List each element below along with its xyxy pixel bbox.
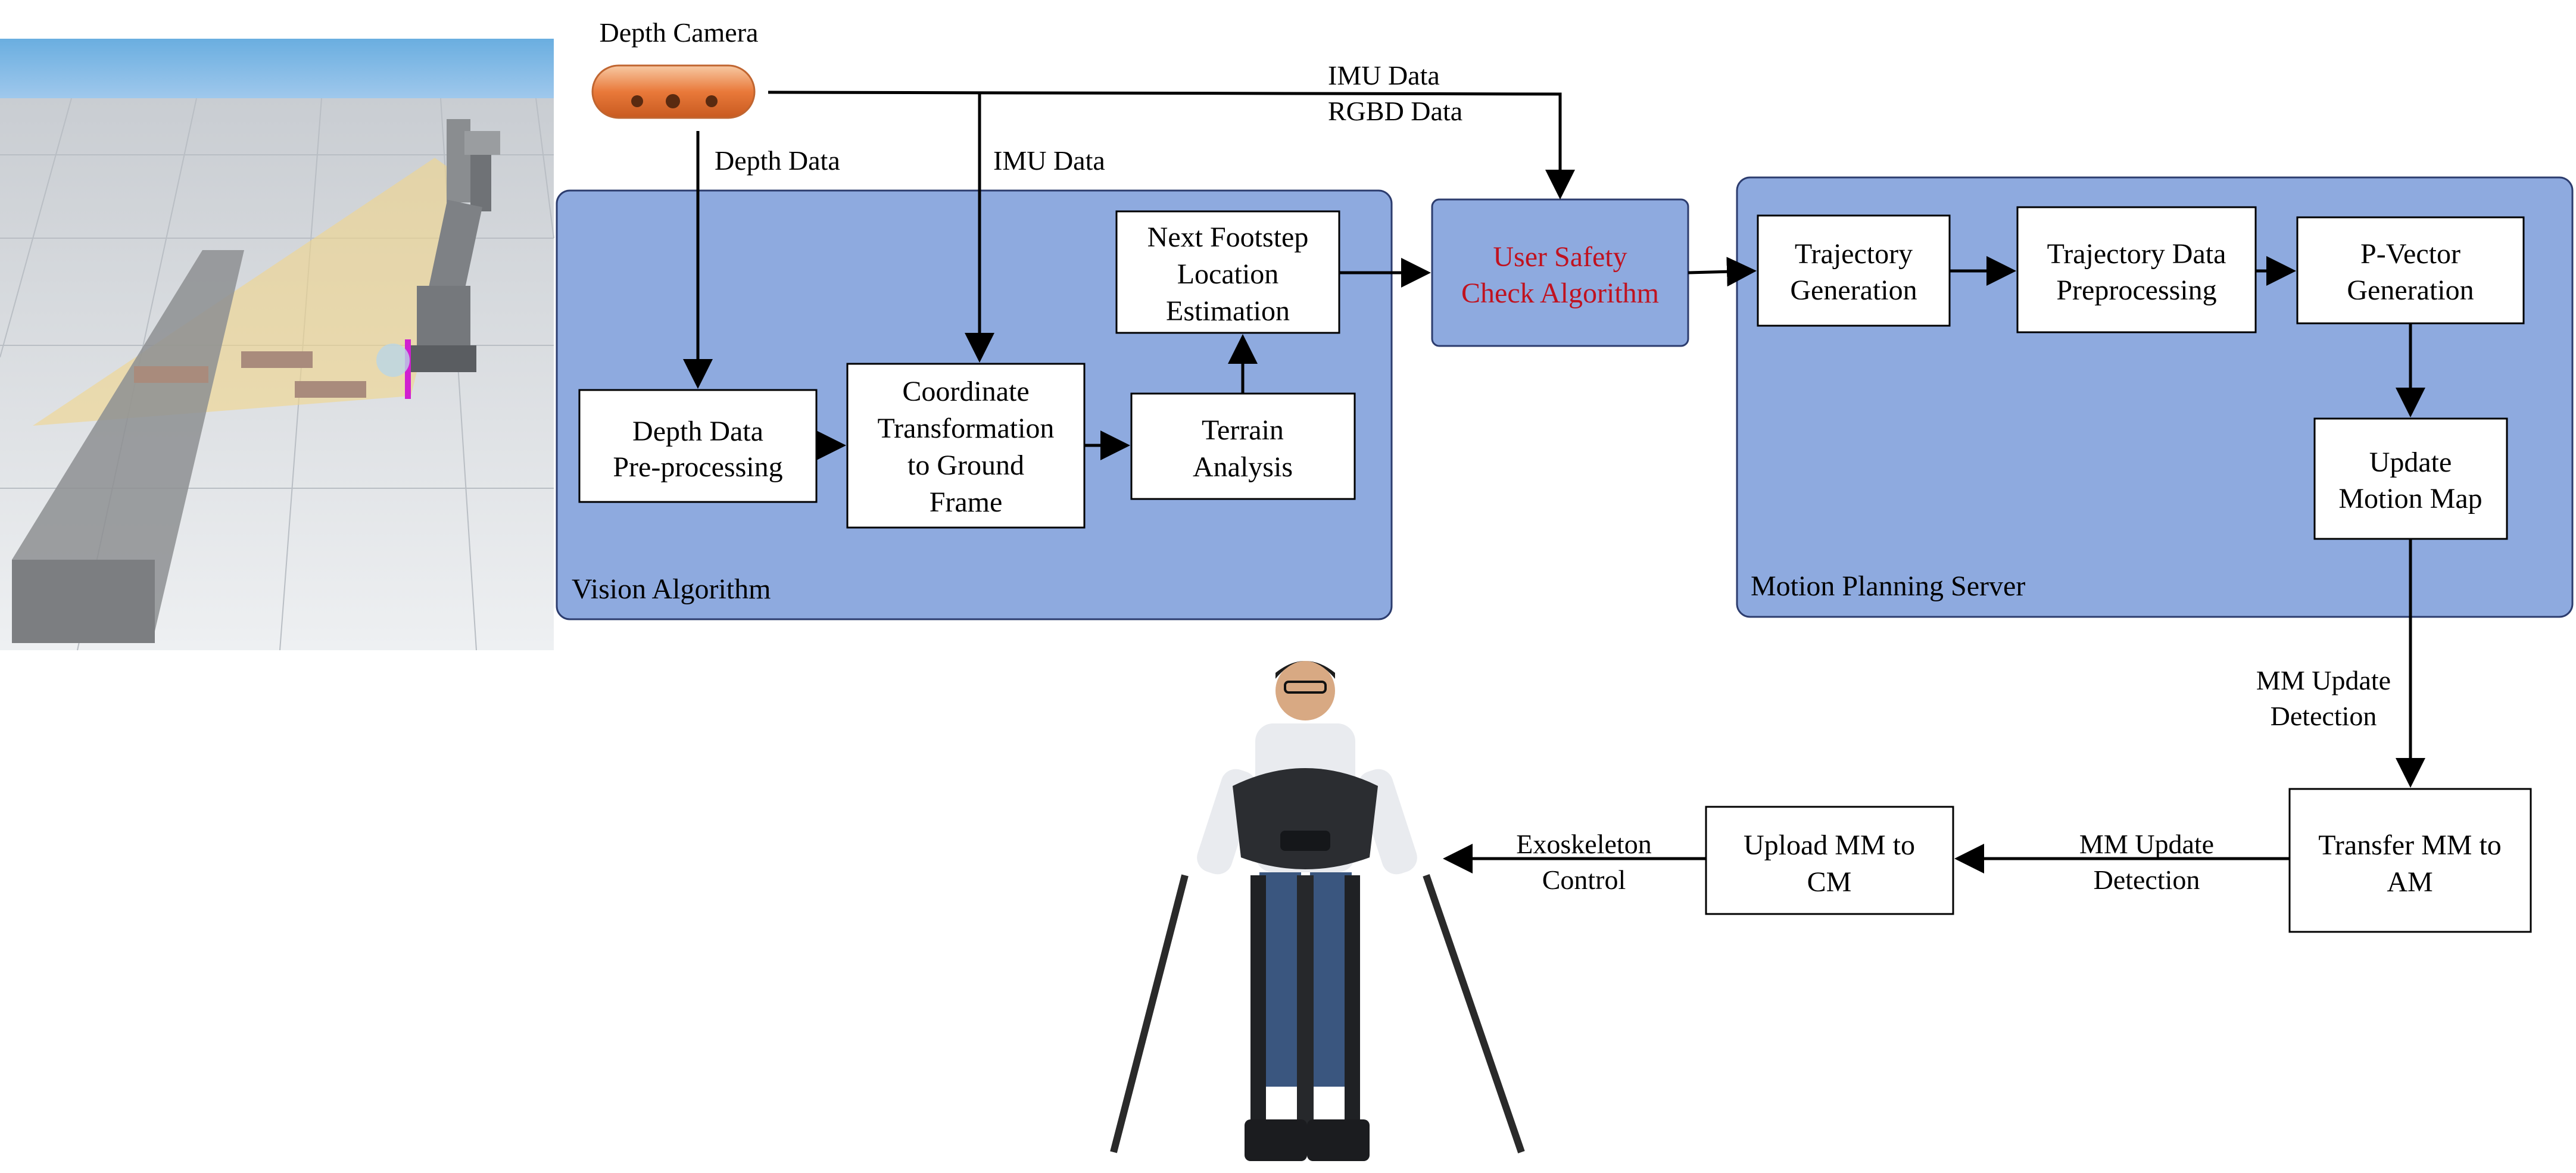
pvector-generation-label: Generation — [2347, 274, 2474, 306]
terrain-analysis-label: Terrain — [1202, 414, 1284, 446]
update-motion-map-label: Update — [2369, 447, 2452, 478]
exoskeleton-control-label: Control — [1542, 865, 1626, 895]
trajectory-generation-box — [1757, 214, 1951, 327]
safety-to-trajectory-arrow — [1688, 257, 1757, 287]
mm-update-vertical-label: MM Update — [2256, 665, 2391, 695]
vision-algorithm-title: Vision Algorithm — [572, 573, 771, 605]
transfer-mm-label: Transfer MM to — [2318, 829, 2502, 861]
upload-mm-label: Upload MM to — [1744, 829, 1915, 861]
trajectory-preprocessing-box — [2016, 206, 2257, 333]
terrain-analysis-box — [1130, 392, 1356, 500]
footstep-marker — [241, 351, 313, 368]
exoskeleton-harness — [1233, 768, 1378, 869]
motion-planning-server-title: Motion Planning Server — [1751, 570, 2025, 602]
transfer-mm-label: AM — [2387, 866, 2432, 898]
pvector-generation-box — [2296, 216, 2525, 325]
update-motion-map-label: Motion Map — [2338, 483, 2482, 514]
trajectory-generation-label: Generation — [1790, 274, 1917, 306]
depth-preprocessing-label: Depth Data — [632, 416, 763, 447]
coordinate-transformation-box — [846, 363, 1086, 529]
upload-mm-label: CM — [1807, 866, 1852, 898]
footstep-marker — [295, 381, 366, 398]
mm-update-horizontal-label: Detection — [2094, 865, 2200, 895]
depth-preprocessing-box — [578, 389, 818, 503]
imu-rgbd-arrow — [768, 91, 1575, 199]
upload-mm-box — [1705, 806, 1954, 915]
sky-region — [0, 39, 554, 98]
depth-camera-icon — [591, 64, 756, 119]
simulated-robot-icon — [376, 119, 500, 399]
mm-update-horizontal-label: MM Update — [2079, 829, 2214, 859]
connectors — [683, 91, 2425, 873]
head — [1275, 661, 1335, 720]
trajectory-generation-label: Trajectory — [1795, 238, 1913, 270]
imu-data-top-label: IMU Data — [1328, 60, 1440, 91]
transfer-mm-box — [2288, 788, 2532, 933]
obstacle-beam — [12, 250, 244, 631]
footstep-marker — [134, 366, 208, 383]
coordinate-transformation-label: Frame — [930, 486, 1003, 518]
pvector-generation-label: P-Vector — [2360, 238, 2460, 270]
left-foot — [1245, 1119, 1307, 1161]
user-safety-check-box — [1431, 198, 1689, 347]
update-motion-map-box — [2313, 417, 2508, 540]
robot-simulation-render — [0, 39, 554, 651]
user-safety-label: Check Algorithm — [1461, 277, 1659, 309]
right-crutch — [1423, 874, 1525, 1153]
exoskeleton-control-label: Exoskeleton — [1516, 829, 1651, 859]
right-foot — [1307, 1119, 1370, 1161]
trajectory-preprocessing-label: Trajectory Data — [2047, 238, 2226, 270]
next-footstep-label: Next Footstep — [1147, 222, 1309, 253]
coordinate-transformation-label: Transformation — [878, 413, 1055, 444]
depth-preprocessing-label: Pre-processing — [613, 451, 782, 483]
terrain-analysis-label: Analysis — [1193, 451, 1293, 483]
exoskeleton-user-photo — [1110, 661, 1525, 1161]
left-crutch — [1110, 874, 1189, 1153]
obstacle-beam-end — [12, 560, 155, 643]
trajectory-preprocessing-label: Preprocessing — [2056, 274, 2216, 306]
rgbd-data-top-label: RGBD Data — [1328, 96, 1462, 126]
left-leg — [1259, 872, 1301, 1087]
mm-update-vertical-label: Detection — [2271, 701, 2377, 731]
depth-data-edge-label: Depth Data — [715, 145, 840, 176]
next-footstep-label: Location — [1177, 258, 1279, 290]
next-footstep-label: Estimation — [1166, 295, 1290, 327]
user-safety-label: User Safety — [1493, 241, 1627, 273]
coordinate-transformation-label: Coordinate — [902, 376, 1029, 407]
imu-data-edge-label: IMU Data — [993, 145, 1105, 176]
depth-camera-label: Depth Camera — [600, 17, 759, 48]
coordinate-transformation-label: to Ground — [907, 450, 1024, 481]
